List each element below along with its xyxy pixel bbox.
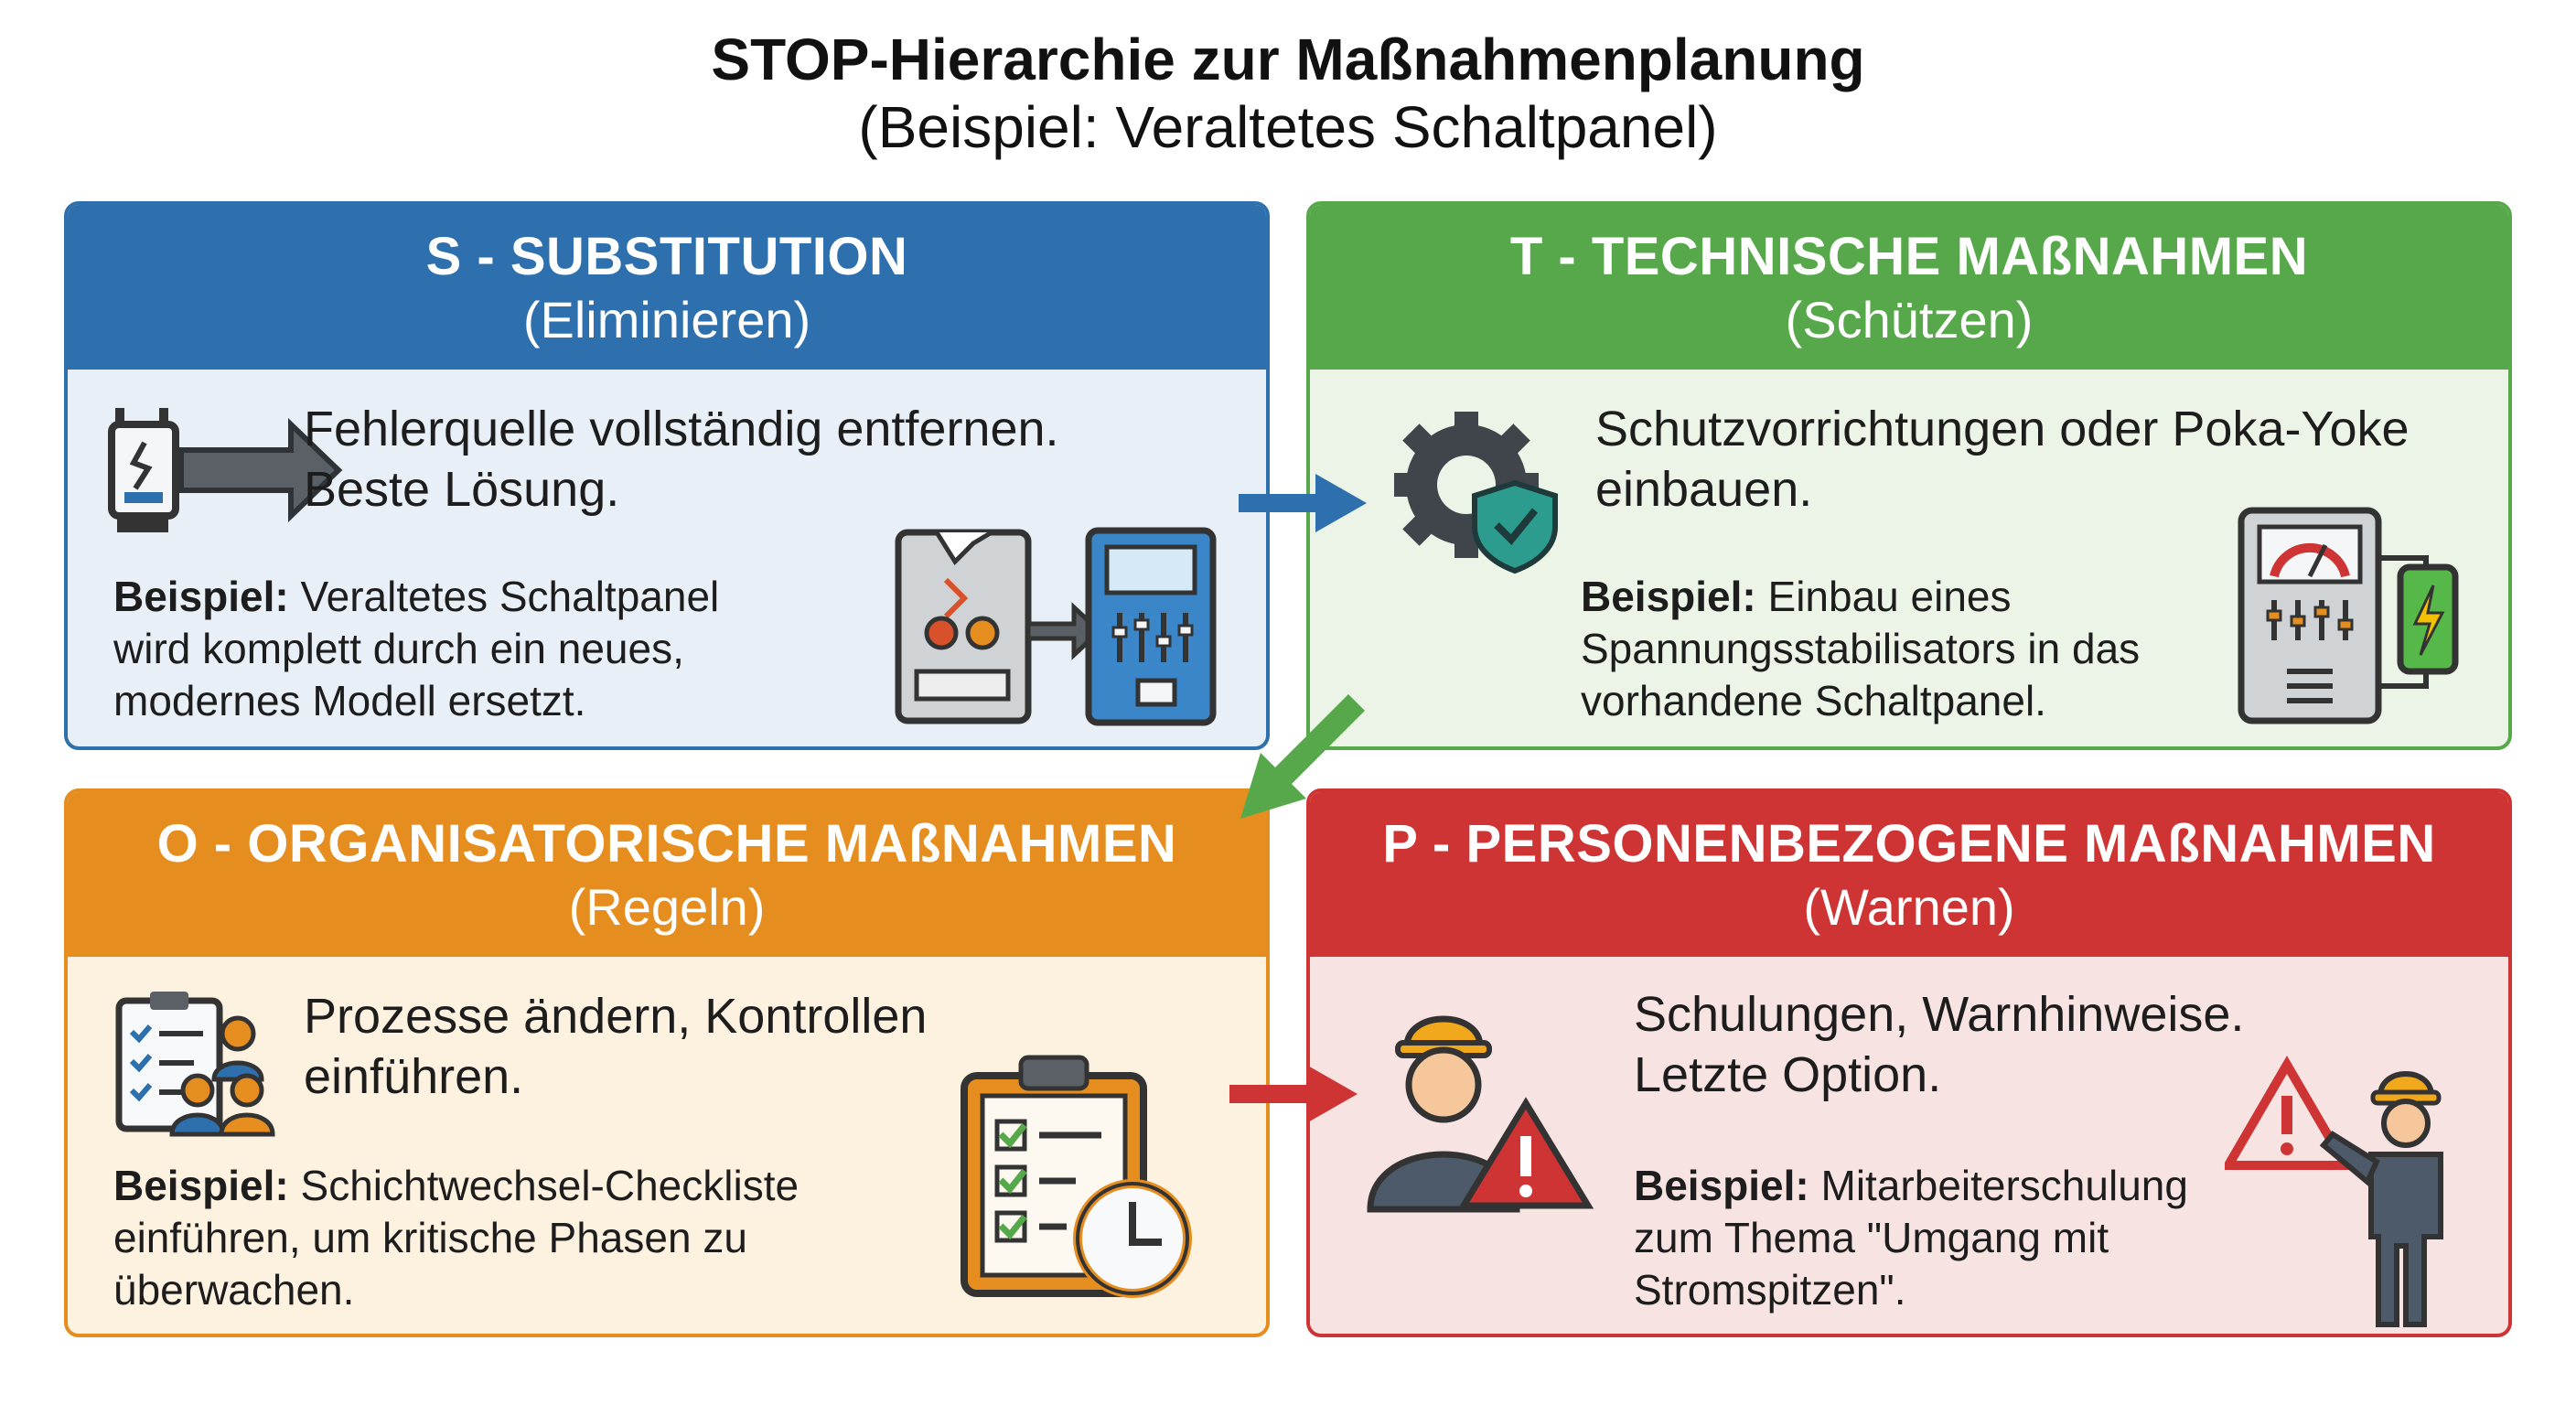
card-main-text: Prozesse ändern, Kontrollen einführen.: [304, 989, 928, 1104]
example-label: Beispiel:: [113, 573, 289, 620]
card-body: Schulungen, Warnhinweise. Letzte Option.…: [1310, 957, 2508, 1334]
title-block: STOP-Hierarchie zur Maßnahmenplanung (Be…: [0, 26, 2576, 161]
example-label: Beispiel:: [1581, 573, 1756, 620]
arrow-s-to-t: [1239, 474, 1367, 532]
broken-device-arrow-icon: [108, 408, 343, 532]
card-heading: P - PERSONENBEZOGENE MAßNAHMEN: [1382, 814, 2436, 874]
card-heading: O - ORGANISATORISCHE MAßNAHMEN: [156, 814, 1177, 874]
card-heading: S - SUBSTITUTION: [425, 227, 908, 286]
panel-with-battery-icon: [2238, 507, 2459, 724]
arrow-t-to-o: [1240, 694, 1365, 819]
checklist-team-icon: [115, 992, 275, 1137]
example-label: Beispiel:: [113, 1162, 289, 1209]
card-header-technische: T - TECHNISCHE MAßNAHMEN (Schützen): [1310, 205, 2508, 370]
worker-pointing-warning-icon: [2225, 1056, 2443, 1327]
card-main-text: Schulungen, Warnhinweise. Letzte Option.: [1634, 987, 2245, 1102]
card-example-text: Beispiel: Mitarbeiterschulung zum Thema …: [1634, 1162, 2188, 1314]
clipboard-clock-icon: [961, 1055, 1192, 1298]
card-substitution: S - SUBSTITUTION (Eliminieren) Fehlerque…: [64, 201, 1270, 750]
card-example-text: Beispiel: Einbau eines Spannungsstabilis…: [1581, 573, 2141, 724]
card-subheading: (Schützen): [1785, 291, 2034, 349]
card-example-text: Beispiel: Veraltetes Schaltpanel wird ko…: [113, 573, 720, 724]
card-personenbezogene-massnahmen: P - PERSONENBEZOGENE MAßNAHMEN (Warnen) …: [1306, 788, 2512, 1337]
example-label: Beispiel:: [1634, 1162, 1809, 1209]
card-organisatorische-massnahmen: O - ORGANISATORISCHE MAßNAHMEN (Regeln) …: [64, 788, 1270, 1337]
card-body: Prozesse ändern, Kontrollen einführen. B…: [68, 957, 1266, 1334]
card-header-organisatorische: O - ORGANISATORISCHE MAßNAHMEN (Regeln): [68, 792, 1266, 957]
card-body: Fehlerquelle vollständig entfernen. Best…: [68, 370, 1266, 746]
card-subheading: (Warnen): [1803, 878, 2015, 936]
card-subheading: (Eliminieren): [522, 291, 811, 349]
card-main-text: Fehlerquelle vollständig entfernen. Best…: [304, 402, 1059, 517]
page-title: STOP-Hierarchie zur Maßnahmenplanung: [711, 27, 1865, 92]
page-subtitle: (Beispiel: Veraltetes Schaltpanel): [858, 94, 1718, 160]
card-body: Schutzvorrichtungen oder Poka-Yoke einba…: [1310, 370, 2508, 746]
card-header-substitution: S - SUBSTITUTION (Eliminieren): [68, 205, 1266, 370]
arrow-o-to-p: [1229, 1065, 1358, 1123]
card-heading: T - TECHNISCHE MAßNAHMEN: [1509, 227, 2309, 286]
card-example-text: Beispiel: Schichtwechsel-Checkliste einf…: [113, 1162, 800, 1314]
card-technische-massnahmen: T - TECHNISCHE MAßNAHMEN (Schützen) Schu…: [1306, 201, 2512, 750]
old-panel-to-new-panel-icon: [895, 527, 1217, 726]
card-header-personenbezogene: P - PERSONENBEZOGENE MAßNAHMEN (Warnen): [1310, 792, 2508, 957]
card-subheading: (Regeln): [568, 878, 766, 936]
worker-warning-icon: [1367, 1015, 1594, 1213]
gear-shield-icon: [1394, 412, 1558, 574]
card-main-text: Schutzvorrichtungen oder Poka-Yoke einba…: [1595, 402, 2410, 517]
